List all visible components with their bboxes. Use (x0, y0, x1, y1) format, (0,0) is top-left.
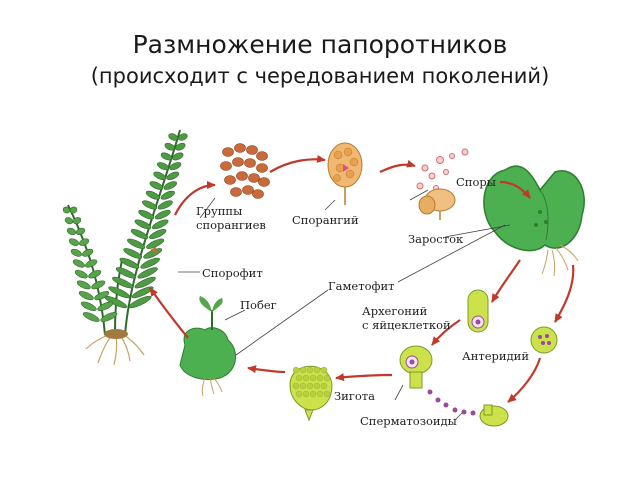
sporangia-groups-illustration (220, 143, 270, 199)
label-archegonium-line1: Архегоний (362, 304, 428, 318)
cycle-arrows (149, 154, 575, 403)
fertilization-archegonium-illustration (399, 345, 433, 389)
label-spores: Споры (456, 175, 496, 189)
label-sporangium: Спорангий (292, 213, 359, 227)
sporophyte-roots (85, 334, 145, 366)
zygote-illustration (289, 365, 333, 422)
antheridium-illustration (530, 326, 558, 354)
spores-illustration (416, 148, 469, 220)
young-shoot-illustration (179, 296, 236, 397)
label-sporangia-groups-line2: спорангиев (196, 218, 266, 232)
label-antheridium: Антеридий (462, 349, 529, 363)
archegonium-illustration (467, 289, 489, 333)
label-zygote: Зигота (334, 389, 375, 403)
prothallus-illustration (483, 165, 585, 277)
label-sporophyte: Спорофит (202, 266, 263, 280)
label-gametophyte: Гаметофит (328, 279, 395, 293)
fern-sporophyte-illustration (62, 129, 188, 366)
label-prothallus: Заросток (408, 232, 464, 246)
spermatozoids-illustration (427, 389, 509, 427)
label-sporangia-groups-line1: Группы (196, 204, 242, 218)
label-pointer-lines (178, 189, 511, 421)
label-archegonium-line2: с яйцеклеткой (362, 318, 451, 332)
label-spermatozoids: Сперматозоиды (360, 414, 457, 428)
label-shoot: Побег (240, 298, 277, 312)
sporangium-illustration (327, 142, 363, 205)
diagram-subtitle: (происходит с чередованием поколений) (90, 64, 550, 88)
diagram-title: Размножение папоротников (132, 30, 508, 59)
